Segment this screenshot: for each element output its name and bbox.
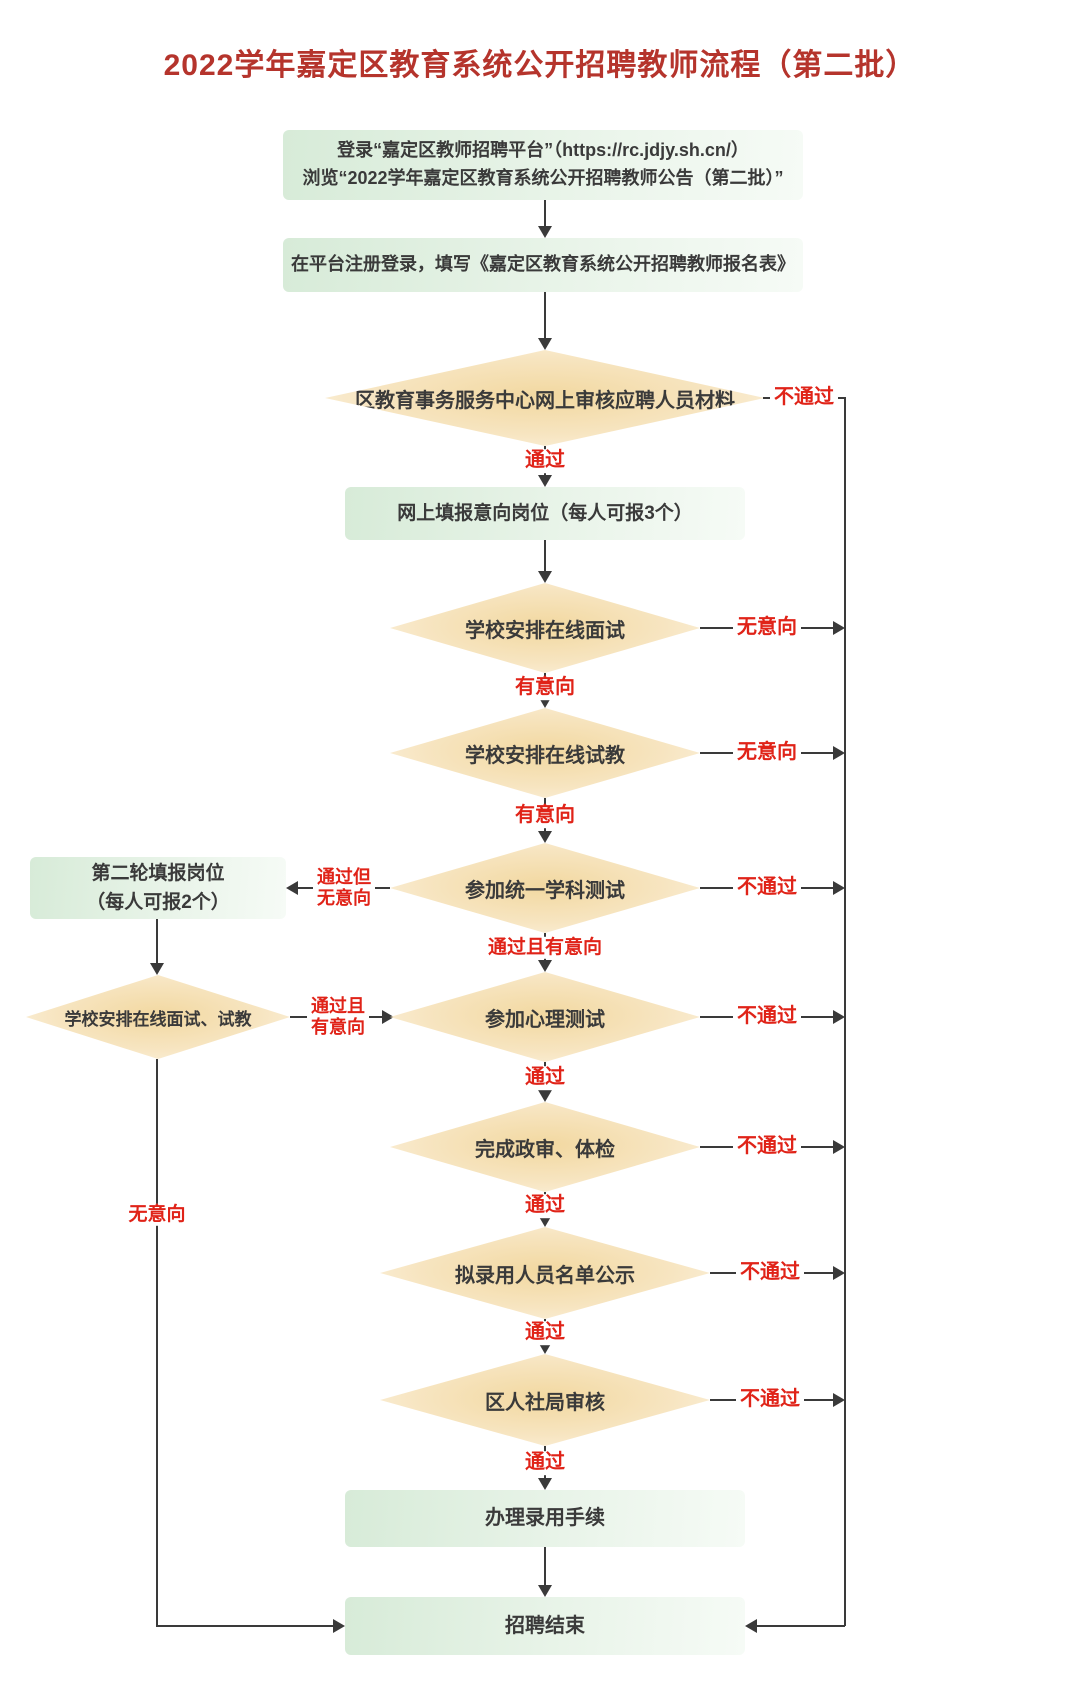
arrow-right-icon xyxy=(833,621,845,635)
arrow-right-icon xyxy=(833,1140,845,1154)
arrow-right-icon xyxy=(833,881,845,895)
arrow-down-icon xyxy=(538,960,552,972)
subject-test-diamond: 参加统一学科测试 xyxy=(390,843,700,933)
arrow-down-icon xyxy=(538,226,552,238)
fill-positions-box: 网上填报意向岗位（每人可报3个） xyxy=(345,487,745,540)
political-review-diamond: 完成政审、体检 xyxy=(390,1102,700,1192)
pass-label: 通过 xyxy=(521,1321,569,1345)
has-intent-label: 有意向 xyxy=(511,804,579,828)
fail-label: 不通过 xyxy=(736,1388,804,1412)
fail-label: 不通过 xyxy=(736,1261,804,1285)
fail-rail-line xyxy=(844,397,846,1626)
arrow-right-icon xyxy=(382,1010,394,1024)
publicity-diamond: 拟录用人员名单公示 xyxy=(380,1227,710,1319)
no-intent-label: 无意向 xyxy=(733,741,801,765)
connector-line xyxy=(544,1547,546,1585)
has-intent-label: 有意向 xyxy=(511,676,579,700)
arrow-down-icon xyxy=(150,963,164,975)
no-intent-label: 无意向 xyxy=(124,1203,190,1227)
arrow-down-icon xyxy=(538,1478,552,1490)
start-box: 登录“嘉定区教师招聘平台”（https://rc.jdjy.sh.cn/） 浏览… xyxy=(283,130,803,200)
hr-bureau-review-diamond: 区人社局审核 xyxy=(380,1354,710,1446)
procedures-box: 办理录用手续 xyxy=(345,1490,745,1547)
arrow-right-icon xyxy=(833,1010,845,1024)
arrow-down-icon xyxy=(538,1585,552,1597)
second-interview-diamond: 学校安排在线面试、试教 xyxy=(26,975,290,1059)
no-intent-rail-line xyxy=(156,1059,158,1626)
arrow-right-icon xyxy=(833,1393,845,1407)
connector-line xyxy=(156,1625,333,1627)
pass-label: 通过 xyxy=(521,1194,569,1218)
fail-label: 不通过 xyxy=(733,1005,801,1029)
register-box: 在平台注册登录，填写《嘉定区教育系统公开招聘教师报名表》 xyxy=(283,238,803,292)
arrow-down-icon xyxy=(538,1342,552,1354)
arrow-left-icon xyxy=(286,881,298,895)
no-intent-label: 无意向 xyxy=(733,616,801,640)
arrow-down-icon xyxy=(538,831,552,843)
online-trial-teaching-diamond: 学校安排在线试教 xyxy=(390,708,700,798)
psych-test-diamond: 参加心理测试 xyxy=(390,972,700,1062)
pass-label: 通过 xyxy=(521,1066,569,1090)
connector-line xyxy=(544,540,546,571)
online-interview-diamond: 学校安排在线面试 xyxy=(390,583,700,673)
connector-line xyxy=(544,200,546,226)
connector-line xyxy=(156,919,158,963)
arrow-down-icon xyxy=(538,338,552,350)
connector-line xyxy=(544,292,546,338)
arrow-right-icon xyxy=(833,1266,845,1280)
fail-label: 不通过 xyxy=(733,876,801,900)
end-box: 招聘结束 xyxy=(345,1597,745,1655)
pass-and-intent-label: 通过且 有意向 xyxy=(307,995,369,1039)
arrow-down-icon xyxy=(538,1215,552,1227)
fail-label: 不通过 xyxy=(770,386,838,410)
material-review-diamond: 区教育事务服务中心网上审核应聘人员材料 xyxy=(325,350,765,446)
arrow-right-icon xyxy=(333,1619,345,1633)
arrow-down-icon xyxy=(538,475,552,487)
pass-label: 通过 xyxy=(521,449,569,473)
arrow-down-icon xyxy=(538,1090,552,1102)
arrow-down-icon xyxy=(538,571,552,583)
fail-label: 不通过 xyxy=(733,1135,801,1159)
arrow-left-icon xyxy=(745,1619,757,1633)
connector-line xyxy=(757,1625,845,1627)
pass-but-no-intent-label: 通过但 无意向 xyxy=(313,866,375,910)
pass-label: 通过 xyxy=(521,1451,569,1475)
arrow-right-icon xyxy=(833,746,845,760)
page-title: 2022学年嘉定区教育系统公开招聘教师流程（第二批） xyxy=(163,49,917,82)
pass-and-intent-label: 通过且有意向 xyxy=(483,936,607,960)
second-round-box: 第二轮填报岗位 （每人可报2个） xyxy=(30,857,286,919)
